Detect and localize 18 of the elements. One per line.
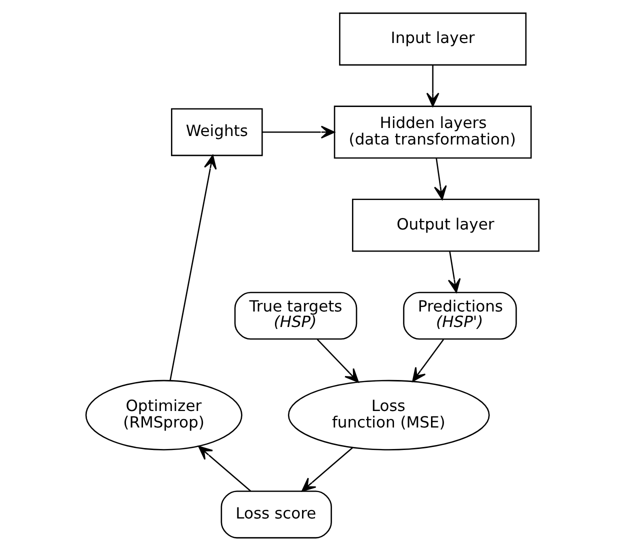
arrow bbox=[316, 339, 359, 383]
arrow bbox=[262, 126, 335, 139]
arrow bbox=[198, 446, 252, 492]
arrow bbox=[448, 251, 461, 293]
node-box: True targets (HSP) bbox=[234, 292, 358, 340]
node-box: Predictions (HSP') bbox=[403, 292, 517, 340]
node-box: Input layer bbox=[339, 12, 527, 66]
node-ellipse: Loss function (MSE) bbox=[288, 380, 490, 450]
arrow bbox=[412, 339, 444, 382]
node-box: Output layer bbox=[352, 198, 540, 252]
arrow bbox=[170, 154, 217, 381]
arrow bbox=[302, 447, 354, 492]
arrow bbox=[426, 65, 440, 107]
node-ellipse: Optimizer (RMSprop) bbox=[85, 380, 242, 450]
node-box: Loss score bbox=[220, 490, 332, 538]
node-box: Weights bbox=[170, 108, 263, 156]
node-box: Hidden layers (data transformation) bbox=[334, 106, 532, 159]
arrow bbox=[434, 158, 447, 200]
